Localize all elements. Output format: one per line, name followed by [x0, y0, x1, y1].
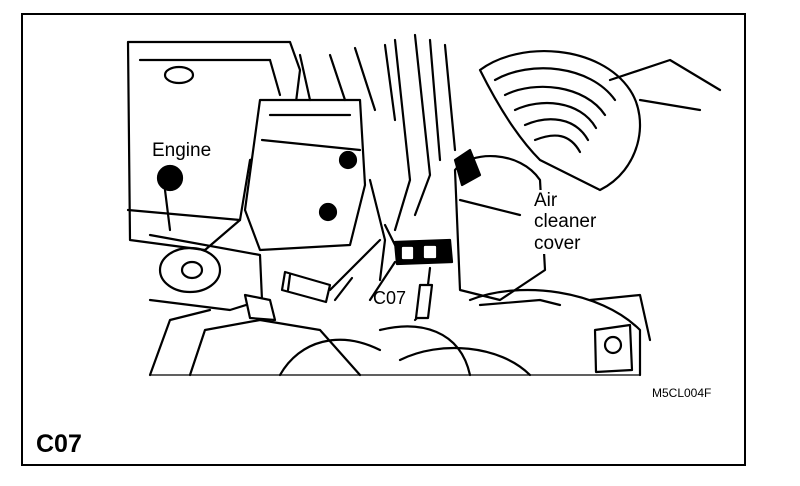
air-cleaner-housing-drawing [453, 148, 652, 377]
air-cleaner-cover-label: Air cleaner cover [532, 190, 599, 254]
air-cleaner-cover-line-1: Air [534, 190, 558, 211]
connector-c07-drawing [333, 223, 454, 322]
figure-id-label: C07 [36, 430, 82, 458]
air-duct-drawing [478, 50, 722, 192]
sensor-drawing [243, 238, 382, 322]
figure-frame [21, 13, 746, 466]
engine-label: Engine [150, 140, 214, 162]
lower-pipes-drawing [148, 308, 641, 377]
air-cleaner-cover-line-2: cleaner [534, 211, 597, 233]
drawing-code: M5CL004F [652, 386, 712, 400]
intake-manifold-drawing [243, 43, 397, 252]
air-cleaner-cover-line-3: cover [534, 232, 581, 254]
connector-c07-label: C07 [373, 288, 407, 308]
engine-block-drawing [126, 40, 302, 312]
hoses-drawing [368, 33, 457, 282]
